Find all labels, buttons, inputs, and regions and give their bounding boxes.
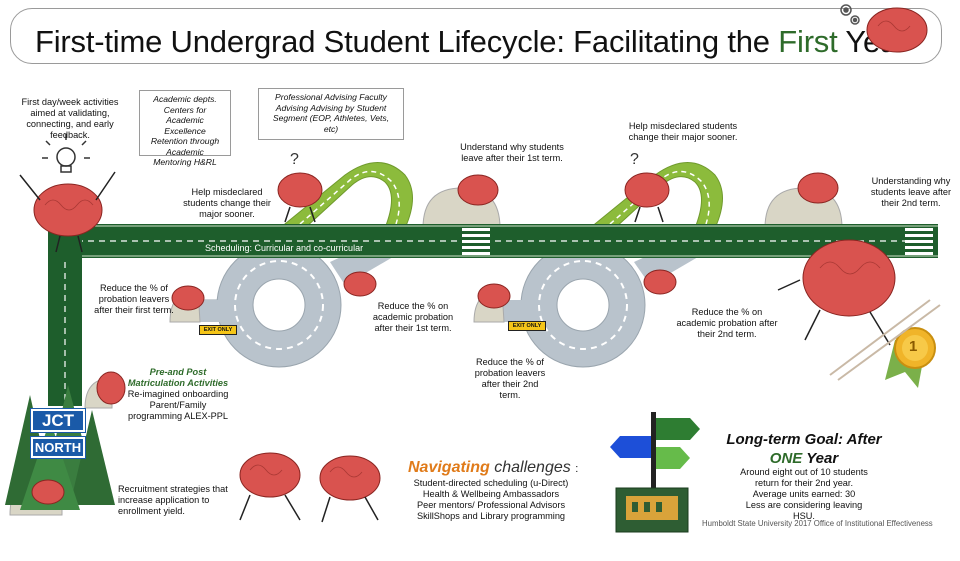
misdeclared-label-1: Help misdeclared students change their m…	[183, 187, 271, 219]
navigating-list: Student-directed scheduling (u-Direct) H…	[405, 478, 577, 522]
vertical-road	[48, 228, 82, 406]
pre-post-title: Pre-and Post Matriculation Activities	[127, 367, 229, 388]
navigating-item: Health & Wellbeing Ambassadors	[422, 489, 560, 499]
lower-loop-road-1	[175, 232, 405, 368]
navigating-item: Peer mentors/ Professional Advisors	[416, 500, 566, 510]
academic-support-box: Academic depts. Centers for Academic Exc…	[139, 90, 231, 167]
goal-line: Less are considering leaving HSU.	[745, 500, 863, 521]
exit-only-sign: EXIT ONLY	[199, 325, 237, 335]
reduce-leavers-label-2: Reduce the % of probation leavers after …	[474, 357, 546, 400]
navigating-item: Student-directed scheduling (u-Direct)	[413, 478, 569, 488]
medal-number: 1	[909, 338, 918, 355]
reduce-probation-label-1: Reduce the % on academic probation after…	[372, 301, 454, 333]
first-day-label: First day/week activities aimed at valid…	[21, 97, 119, 140]
scheduling-label: Scheduling: Curricular and co-curricular	[205, 243, 364, 253]
speed-lines	[829, 299, 941, 381]
exit-only-sign: EXIT ONLY	[508, 321, 546, 331]
pre-post-matriculation: Pre-and Post Matriculation Activities Re…	[122, 367, 234, 422]
advising-box: Professional Advising Faculty Advising A…	[258, 88, 404, 140]
navigating-item: SkillShops and Library programming	[416, 511, 566, 521]
brain-texture	[44, 20, 911, 478]
reduce-probation-label-2: Reduce the % on academic probation after…	[676, 307, 778, 339]
recruitment-label: Recruitment strategies that increase app…	[118, 484, 228, 516]
misdeclared-label-2: Help misdeclared students change their m…	[628, 121, 738, 142]
lightbulb-icon	[42, 134, 90, 173]
goal-title: Long-term Goal: After ONE Year	[726, 431, 882, 467]
north-sign: NORTH	[30, 436, 86, 459]
understand-leave-label-1: Understand why students leave after thei…	[460, 142, 564, 163]
goal-line: Around eight out of 10 students return f…	[740, 467, 868, 488]
reduce-leavers-label-1: Reduce the % of probation leavers after …	[94, 283, 174, 315]
medal-icon	[885, 327, 936, 388]
pre-post-body: Re-imagined onboarding Parent/Family pro…	[127, 389, 229, 421]
goal-details: Around eight out of 10 students return f…	[736, 467, 872, 522]
question-mark-icon: ?	[630, 151, 639, 168]
brain-limbs	[19, 171, 891, 523]
understand-leave-label-2: Understanding why students leave after t…	[870, 176, 952, 208]
question-mark-icon: ?	[290, 151, 299, 168]
direction-signpost	[610, 412, 700, 533]
main-highway	[48, 224, 938, 258]
jct-sign: JCT	[30, 408, 86, 433]
goal-line: Average units earned: 30	[752, 489, 856, 499]
credit-line: Humboldt State University 2017 Office of…	[702, 519, 933, 528]
gear-icon	[840, 4, 860, 25]
navigating-title: Navigating challenges :	[408, 459, 579, 476]
